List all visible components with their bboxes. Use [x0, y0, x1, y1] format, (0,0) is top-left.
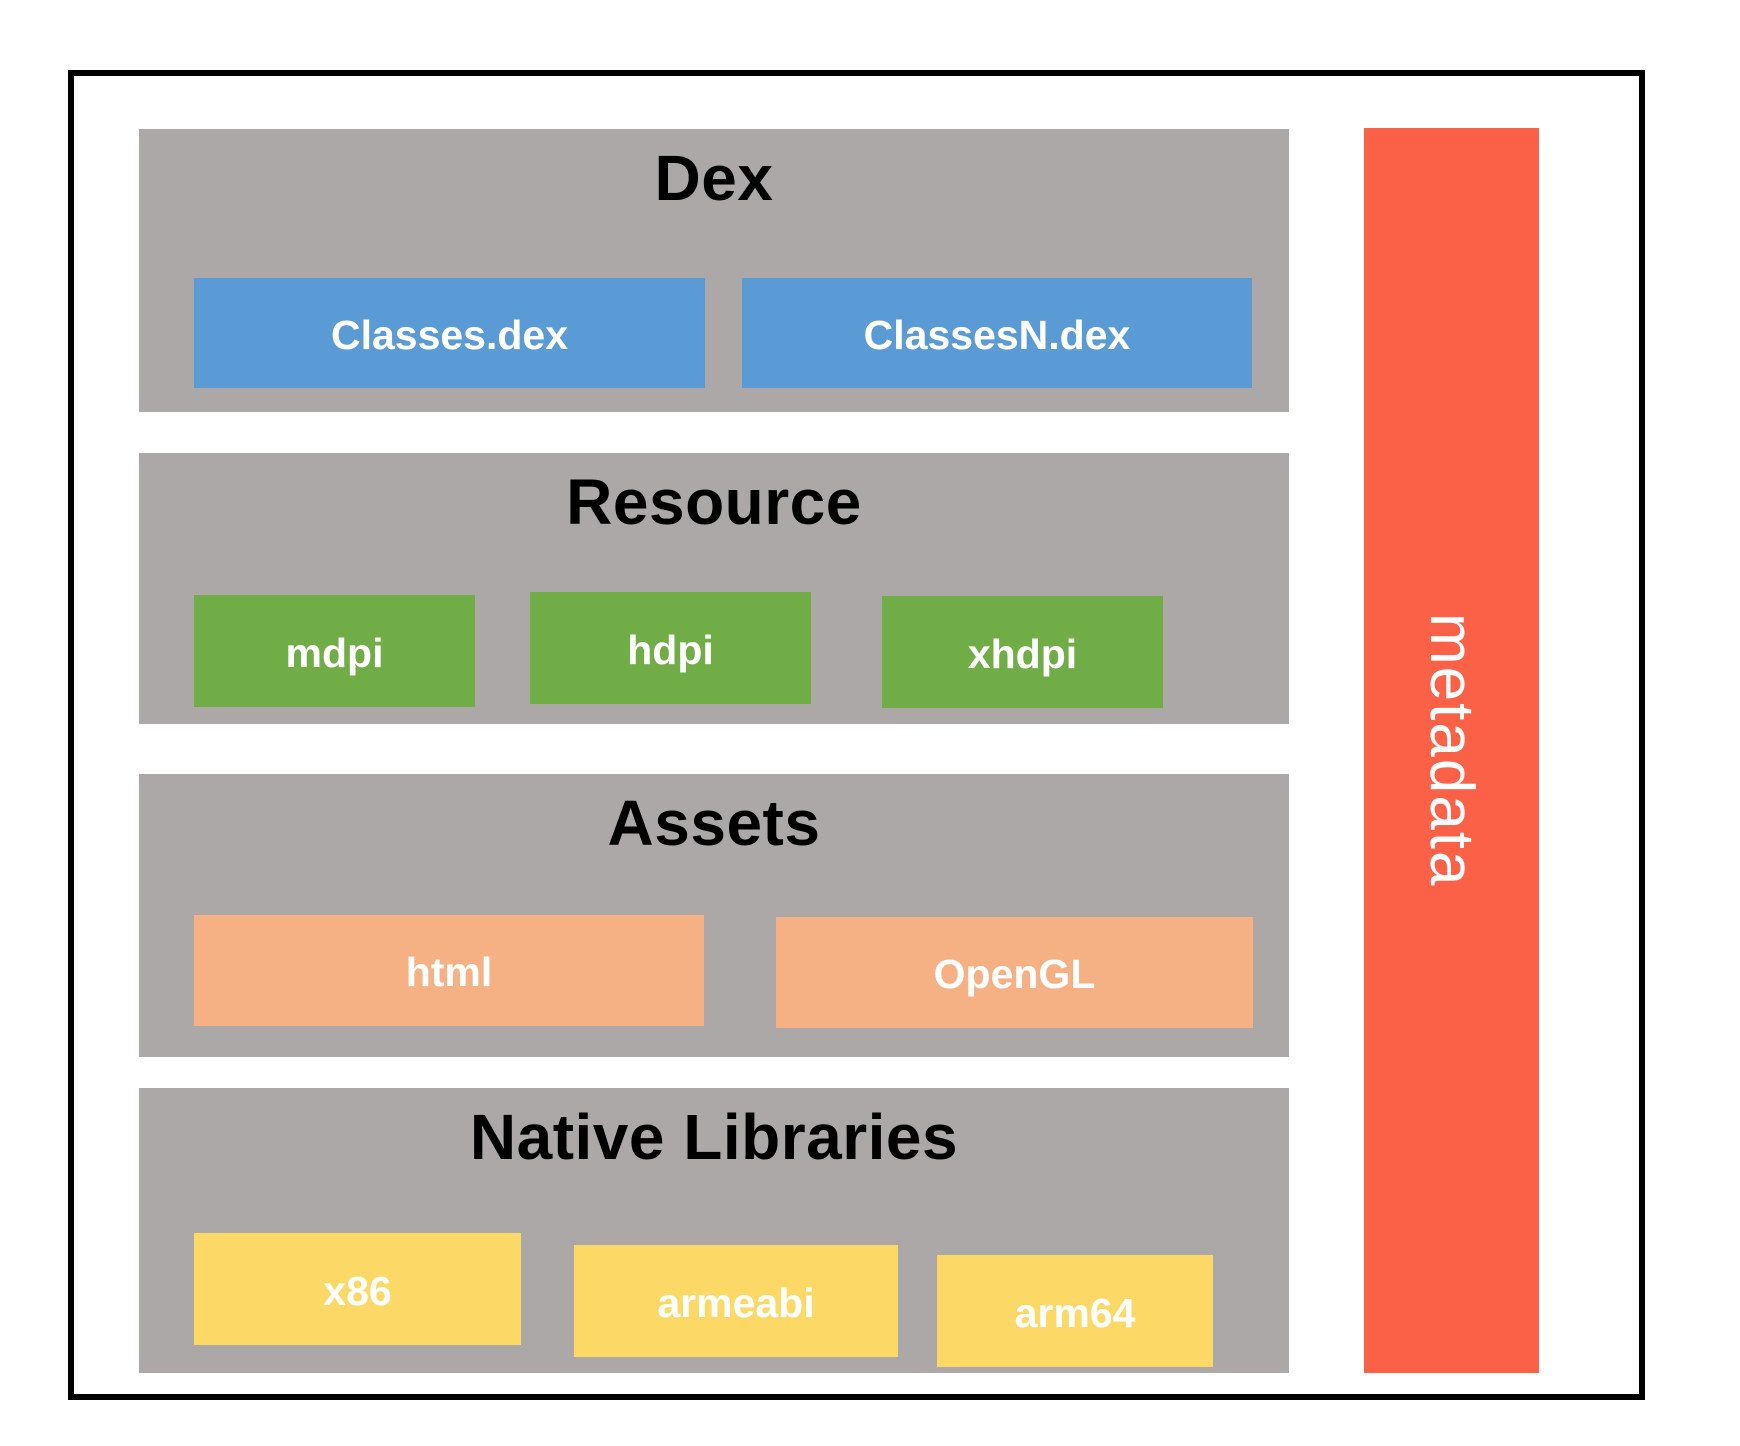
section-dex-title: Dex [654, 142, 774, 214]
item-html: html [194, 915, 704, 1026]
section-native-libraries-title: Native Libraries [469, 1101, 959, 1173]
item-arm64: arm64 [937, 1255, 1213, 1367]
section-assets-title: Assets [607, 787, 821, 859]
item-xhdpi: xhdpi [882, 596, 1163, 708]
section-dex: Dex Classes.dex ClassesN.dex [139, 129, 1289, 412]
section-resource: Resource mdpi hdpi xhdpi [139, 453, 1289, 724]
item-classesn-dex: ClassesN.dex [742, 278, 1252, 388]
section-native-libraries: Native Libraries x86 armeabi arm64 [139, 1088, 1289, 1373]
metadata-label: metadata [1417, 613, 1486, 888]
item-opengl: OpenGL [776, 917, 1253, 1028]
item-x86: x86 [194, 1233, 521, 1345]
item-classes-dex: Classes.dex [194, 278, 705, 388]
item-mdpi: mdpi [194, 595, 475, 707]
section-assets: Assets html OpenGL [139, 774, 1289, 1057]
metadata-bar: metadata [1364, 128, 1539, 1373]
item-hdpi: hdpi [530, 592, 811, 704]
section-resource-title: Resource [566, 466, 862, 538]
item-armeabi: armeabi [574, 1245, 898, 1357]
